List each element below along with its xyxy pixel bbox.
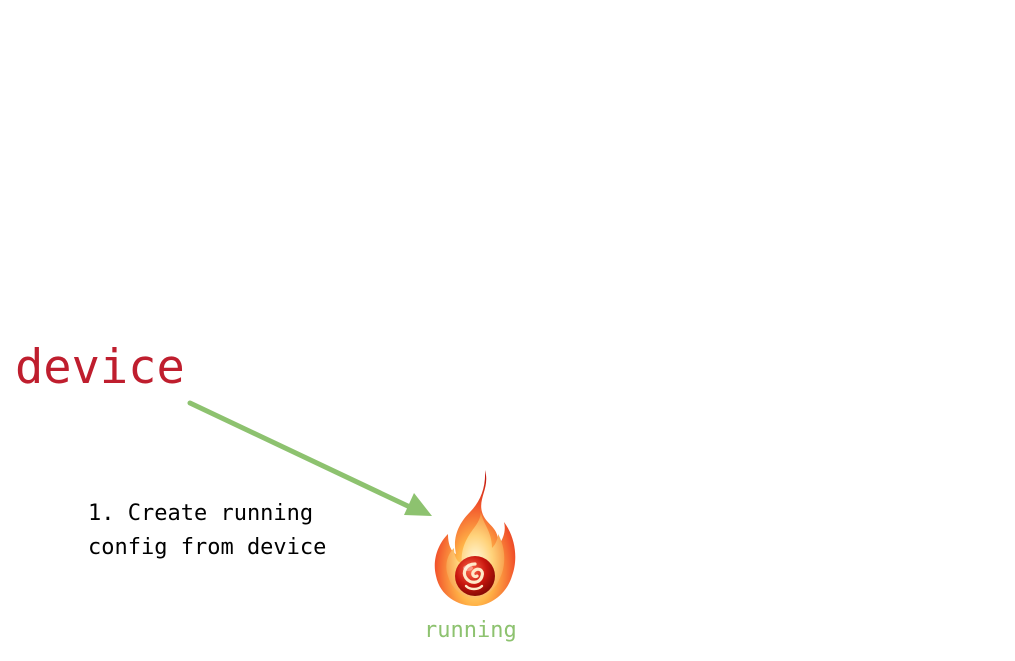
arrow-shaft (187, 400, 415, 511)
arrow-head (404, 493, 432, 516)
flame-icon (434, 470, 516, 606)
running-node-label: running (424, 618, 517, 643)
step-description-line1: 1. Create running (88, 501, 314, 526)
step-description-line2: config from device (88, 535, 327, 560)
device-node-label: device (15, 340, 185, 395)
step-description: 1. Create running config from device (88, 497, 326, 565)
